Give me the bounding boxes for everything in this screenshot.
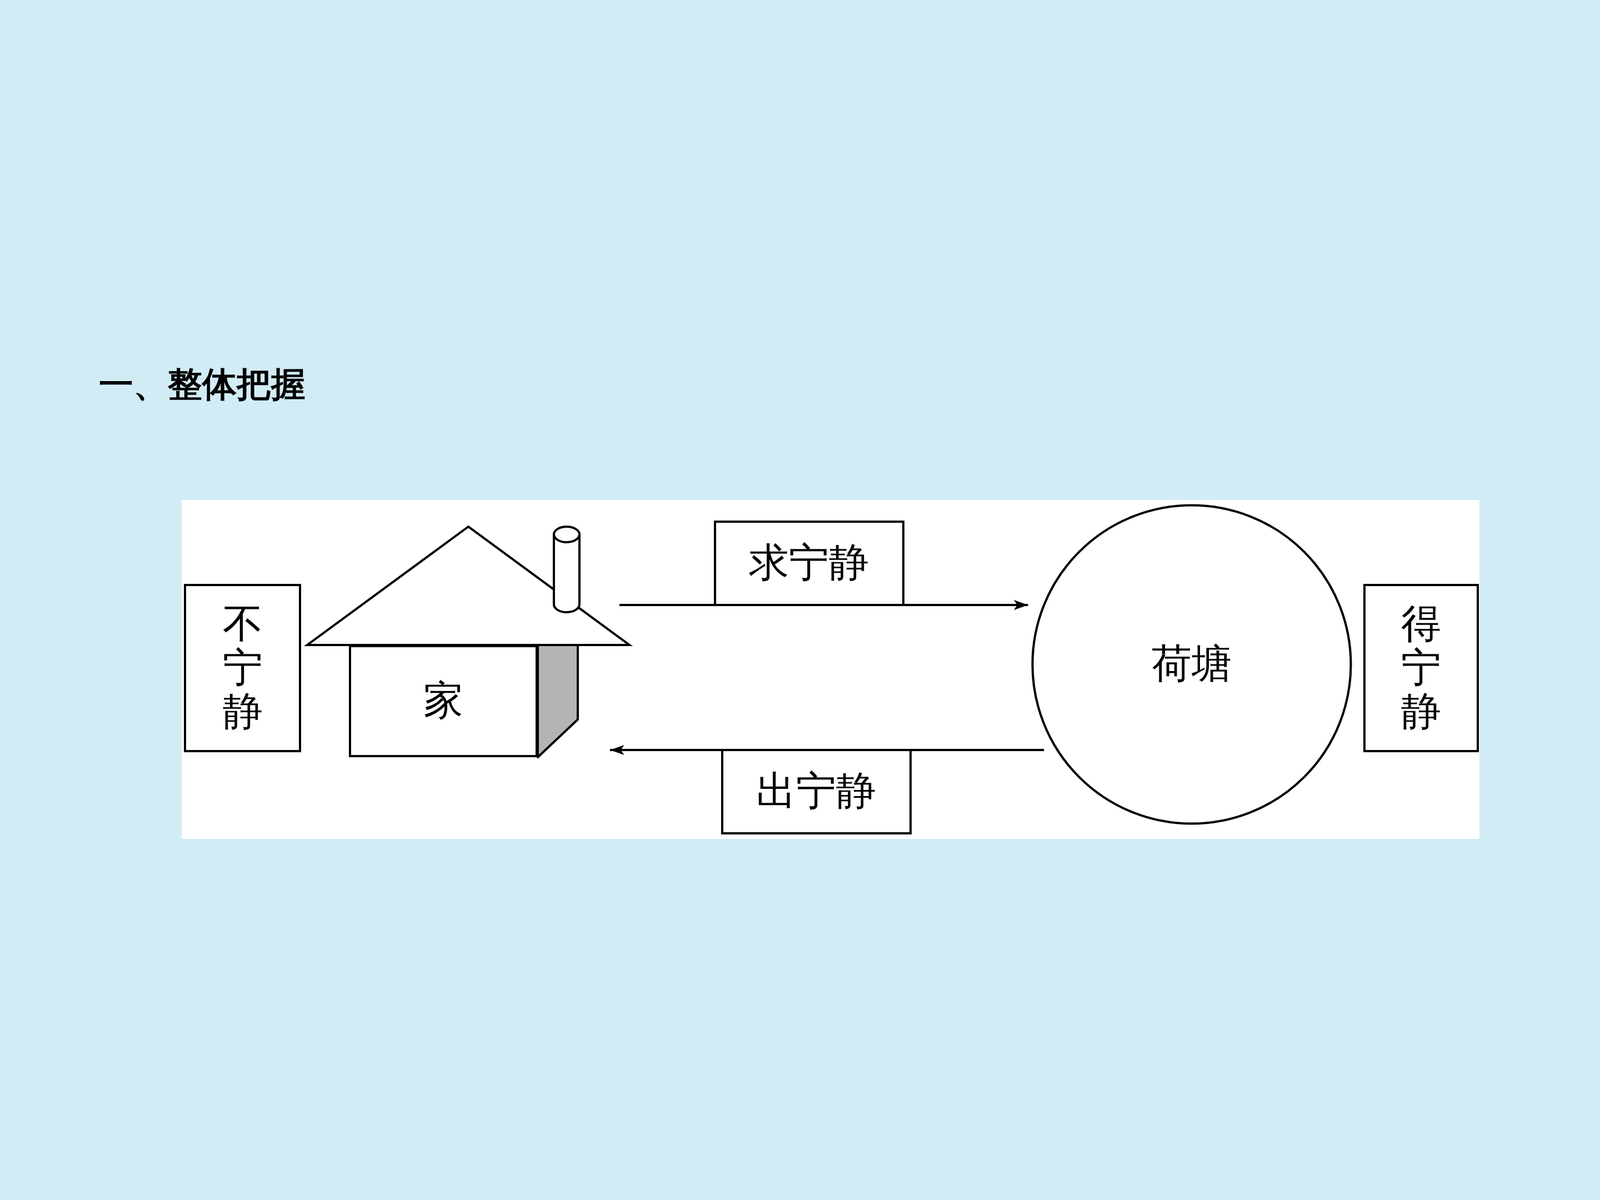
node-text: 荷塘 (1151, 642, 1232, 687)
circle-outline (1032, 505, 1351, 824)
node-text: 不宁静 (222, 602, 263, 735)
node-text: 家 (423, 678, 464, 723)
slide-title: 一、整体把握 (98, 361, 306, 408)
state-box: 不宁静 (183, 583, 302, 753)
edge-label: 出宁静 (721, 748, 912, 835)
house-body: 家 (348, 645, 538, 758)
house-roof (307, 526, 630, 645)
state-box: 得宁静 (1363, 583, 1479, 753)
pond-circle: 荷塘 (1030, 503, 1353, 826)
chimney-top (553, 526, 580, 543)
house-side (537, 645, 578, 758)
chimney (553, 534, 580, 613)
node-text: 得宁静 (1401, 602, 1442, 735)
edge-label: 求宁静 (713, 520, 905, 607)
